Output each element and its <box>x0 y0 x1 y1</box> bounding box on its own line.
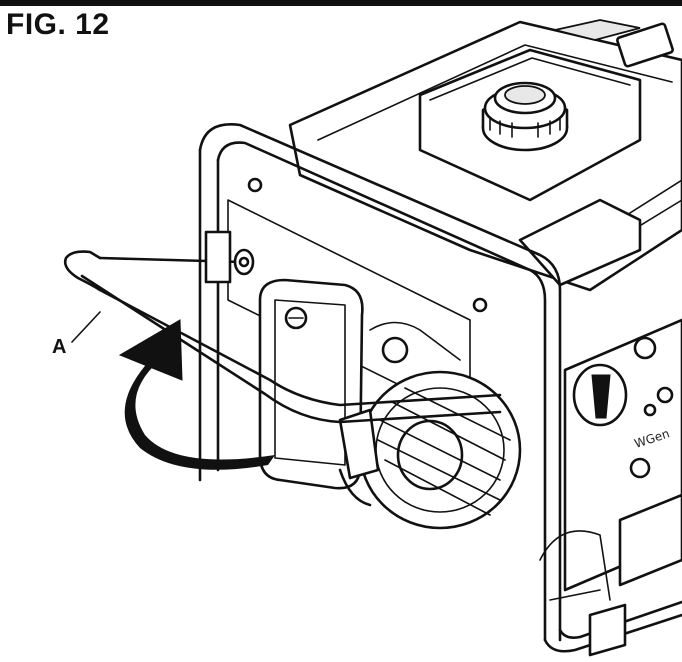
handle <box>63 230 502 424</box>
control-panel: WGen <box>563 318 682 592</box>
figure-title: FIG. 12 <box>6 8 110 41</box>
frame <box>198 122 682 653</box>
generator-body <box>288 19 682 292</box>
callout-a-leader <box>71 311 101 343</box>
recoil-starter <box>338 321 522 530</box>
top-rule <box>0 0 682 6</box>
lower-frame <box>338 468 627 657</box>
callout-a-label: A <box>52 336 67 358</box>
fuel-cap <box>481 81 569 152</box>
rotation-arrow <box>118 319 275 470</box>
